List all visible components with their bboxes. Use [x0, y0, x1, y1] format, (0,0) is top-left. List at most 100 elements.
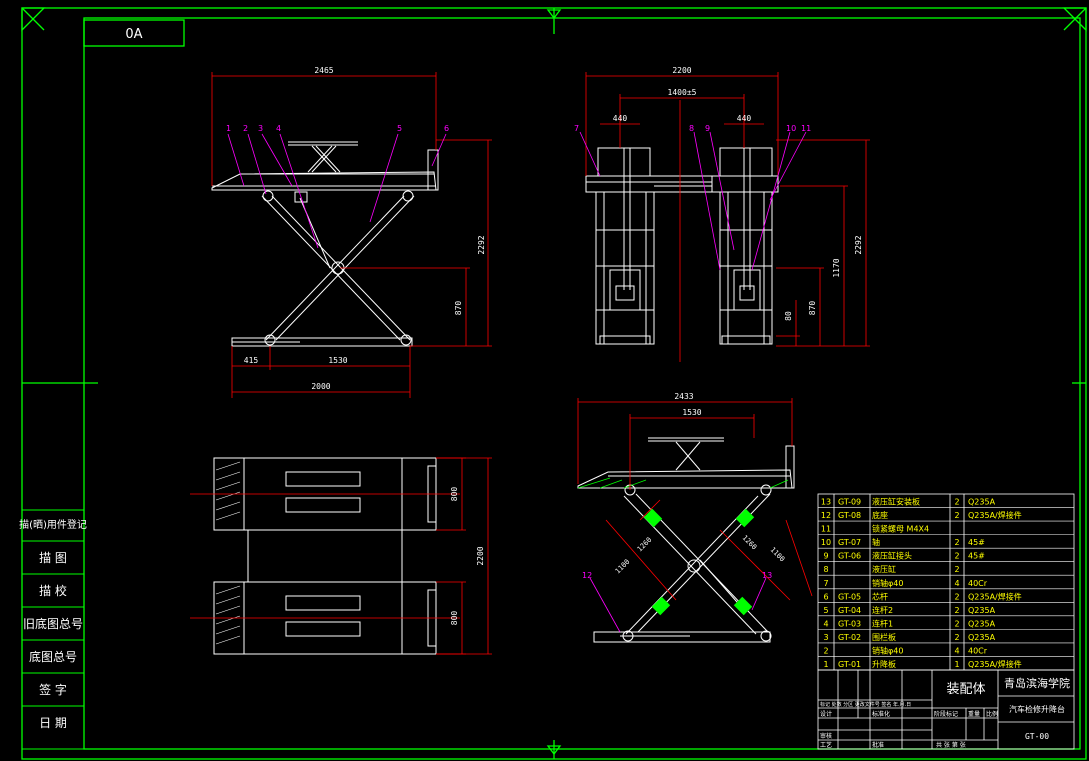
dim-label: 800	[450, 611, 459, 626]
bom-cell-name: 升降板	[872, 659, 896, 669]
bom-cell-name: 销轴φ40	[872, 578, 903, 588]
bom-cell-mat: Q235A	[968, 619, 996, 628]
bom-cell-mat: 45#	[968, 538, 985, 547]
balloon: 8	[689, 124, 694, 133]
bom-cell-qty: 2	[954, 511, 959, 520]
detail-view: 2433 1530 1260 1100 1260 1100 12 13	[577, 392, 813, 643]
sheet-tag: 0A	[125, 27, 142, 42]
bom-cell-no: 2	[823, 646, 828, 655]
stamp-label: 描 图	[39, 551, 67, 565]
bom-cell-qty: 2	[954, 619, 959, 628]
bom-cell-code: GT-04	[838, 606, 861, 615]
dim-label: 1100	[614, 558, 632, 576]
bom-cell-no: 8	[823, 565, 828, 574]
bom-cell-mat: Q235A/焊接件	[968, 510, 1022, 520]
sheets-label: 共 张 第 张	[936, 741, 966, 749]
bom-cell-code: GT-06	[838, 552, 861, 561]
bom-cell-name: 连杆1	[872, 618, 893, 628]
bom-cell-no: 10	[821, 538, 831, 547]
dim-label: 2292	[477, 235, 486, 254]
dim-label: 2292	[854, 235, 863, 254]
bom-cell-name: 连杆2	[872, 605, 893, 615]
bom-cell-mat: Q235A	[968, 606, 996, 615]
bom-cell-mat: Q235A	[968, 498, 996, 507]
bom-cell-qty: 4	[954, 646, 959, 655]
dim-label: 1400±5	[668, 88, 697, 97]
bom-cell-no: 6	[823, 592, 828, 601]
bom-cell-code: GT-08	[838, 511, 861, 520]
bom-cell-no: 11	[821, 525, 831, 534]
bom-cell-code: GT-01	[838, 660, 861, 669]
stamp-label: 签 字	[39, 682, 67, 697]
plan-view: 800 800 2200	[190, 457, 492, 655]
bom-cell-name: 芯杆	[872, 591, 888, 601]
front-view: 2465 2292 870 415 1530 2000 1 2 3 4 5 6	[211, 66, 492, 398]
balloon: 1	[226, 124, 231, 133]
bom-cell-name: 液压缸	[872, 564, 896, 574]
bom-cell-code: GT-09	[838, 498, 861, 507]
bom-cell-no: 13	[821, 498, 831, 507]
dim-label: 1100	[769, 546, 787, 564]
weight-label: 重量	[968, 710, 980, 718]
approve-label: 批准	[872, 741, 884, 749]
dim-label: 2000	[311, 382, 330, 391]
bom-cell-no: 4	[823, 619, 828, 628]
balloon: 2	[243, 124, 248, 133]
bom-cell-code: GT-05	[838, 592, 861, 601]
bom-cell-mat: 40Cr	[968, 646, 988, 655]
balloon: 5	[397, 124, 402, 133]
bom-cell-no: 1	[823, 660, 828, 669]
bom-cell-qty: 1	[954, 660, 959, 669]
product-name: 汽车检修升降台	[1009, 704, 1065, 714]
std-label: 标准化	[872, 710, 890, 718]
stage-label: 阶段标记	[934, 710, 958, 718]
dim-label: 1260	[741, 534, 759, 552]
bom-cell-name: 液压缸接头	[872, 551, 912, 561]
bom-cell-qty: 2	[954, 552, 959, 561]
bom-cell-name: 围栏板	[872, 632, 896, 642]
dim-label: 870	[808, 301, 817, 316]
bom-cell-no: 9	[823, 552, 828, 561]
bom-cell-qty: 4	[954, 579, 959, 588]
dim-label: 2433	[674, 392, 693, 401]
review-label: 审核	[820, 732, 832, 740]
bom-cell-mat: 45#	[968, 552, 985, 561]
bom-cell-mat: Q235A/焊接件	[968, 591, 1022, 601]
stamp-label: 日 期	[39, 716, 67, 730]
bom-cell-code: GT-03	[838, 619, 861, 628]
side-view: 2200 1400±5 440 440 2292 1170 870 80 7 8…	[574, 66, 870, 362]
bom-cell-no: 12	[821, 511, 831, 520]
bom-cell-name: 液压缸安装板	[872, 497, 920, 507]
bom-cell-name: 轴	[872, 537, 880, 547]
title-block: 装配体 青岛滨海学院 汽车检修升降台 GT-00 标记 处数 分区 更改文件号 …	[817, 669, 1075, 750]
dim-label: 800	[450, 487, 459, 502]
stamp-label: 底图总号	[29, 649, 77, 664]
dim-label: 2200	[672, 66, 691, 75]
balloon: 13	[762, 571, 772, 580]
balloon: 10	[786, 124, 796, 133]
dim-label: 870	[454, 301, 463, 316]
scale-label: 比例	[986, 710, 998, 718]
balloon: 7	[574, 124, 579, 133]
bom-cell-mat: 40Cr	[968, 579, 988, 588]
bom-cell-name: 底座	[872, 510, 888, 520]
stamp-label: 描(晒)用件登记	[19, 518, 87, 531]
bom-cell-no: 5	[823, 606, 828, 615]
bom-cell-code: GT-02	[838, 633, 861, 642]
balloon: 3	[258, 124, 263, 133]
dim-label: 80	[784, 311, 793, 321]
design-label: 设计	[820, 710, 832, 718]
process-label: 工艺	[820, 741, 832, 749]
dim-label: 440	[613, 114, 628, 123]
bom-cell-name: 销轴φ40	[872, 645, 903, 655]
bom-cell-code: GT-07	[838, 538, 861, 547]
balloon: 6	[444, 124, 449, 133]
dim-label: 440	[737, 114, 752, 123]
bom-cell-qty: 2	[954, 633, 959, 642]
balloon: 12	[582, 571, 592, 580]
balloon: 4	[276, 124, 281, 133]
stamp-label: 描 校	[39, 583, 67, 598]
balloon: 11	[801, 124, 811, 133]
dim-label: 1530	[682, 408, 701, 417]
bom-cell-qty: 2	[954, 498, 959, 507]
